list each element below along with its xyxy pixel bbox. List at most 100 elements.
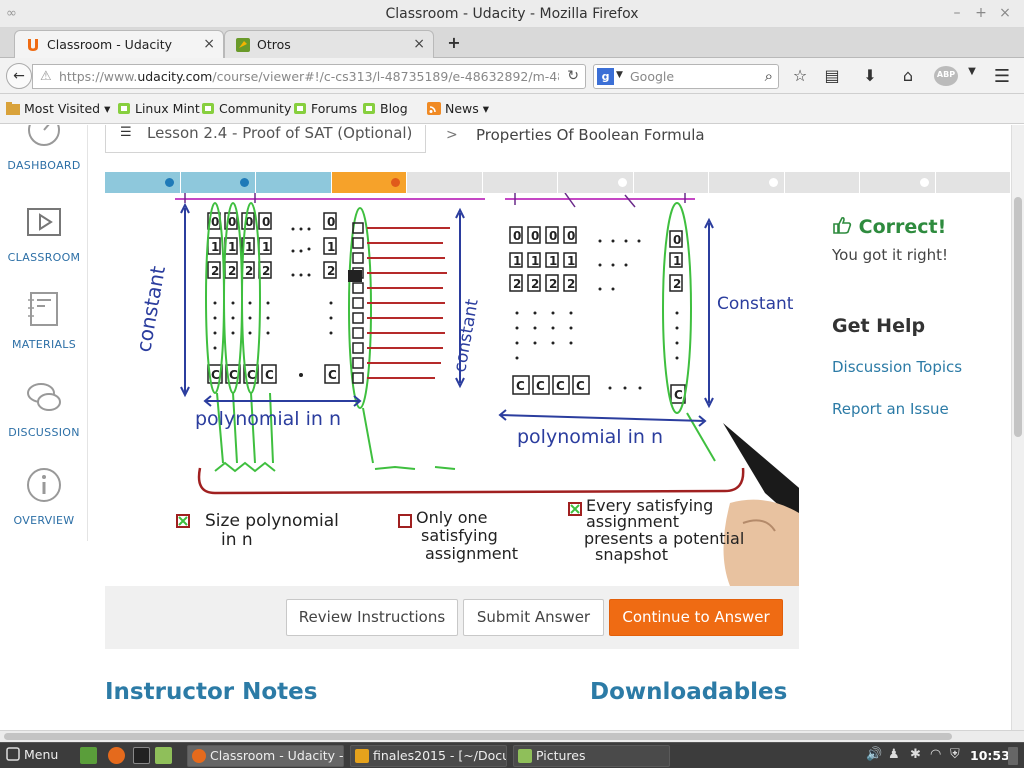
vertical-scrollbar[interactable] bbox=[1011, 125, 1024, 730]
progress-segment[interactable] bbox=[331, 172, 406, 193]
user-icon[interactable]: ♟ bbox=[888, 747, 900, 762]
grid-cell-label: 1 bbox=[228, 240, 236, 254]
terminal-icon[interactable] bbox=[133, 747, 150, 764]
close-window-button[interactable]: × bbox=[999, 5, 1011, 21]
discussion-topics-link[interactable]: Discussion Topics bbox=[832, 358, 963, 376]
folder-icon bbox=[518, 749, 532, 763]
reading-list-icon[interactable]: ▤ bbox=[824, 66, 840, 85]
window-menu-icon[interactable]: ∞ bbox=[6, 6, 17, 21]
back-button[interactable]: ← bbox=[6, 63, 32, 89]
url-bar[interactable]: ⚠ https://www.udacity.com/course/viewer#… bbox=[32, 64, 586, 89]
taskbar-item-pictures[interactable]: Pictures bbox=[513, 745, 670, 767]
shield-icon[interactable]: ⛨ bbox=[950, 747, 960, 762]
start-menu-button[interactable]: Menu bbox=[6, 747, 58, 762]
window-title: Classroom - Udacity - Mozilla Firefox bbox=[385, 6, 639, 22]
grid-cell-label: C bbox=[536, 379, 545, 393]
home-icon[interactable]: ⌂ bbox=[902, 66, 914, 85]
firefox-icon bbox=[192, 749, 206, 763]
tab-otros[interactable]: Otros × bbox=[224, 30, 434, 58]
reload-icon[interactable]: ↻ bbox=[567, 68, 579, 84]
thumbs-up-icon bbox=[833, 216, 852, 234]
sidebar-item-materials[interactable]: MATERIALS bbox=[0, 290, 88, 351]
files-icon[interactable] bbox=[155, 747, 172, 764]
url-text[interactable]: https://www.udacity.com/course/viewer#!/… bbox=[59, 69, 559, 84]
search-bar[interactable]: g ▼ Google ⌕ bbox=[593, 64, 779, 89]
downloadables-heading: Downloadables bbox=[590, 679, 788, 705]
grid-cell-label: 2 bbox=[567, 277, 575, 291]
submit-answer-button[interactable]: Submit Answer bbox=[463, 599, 604, 636]
bookmark-star-icon[interactable]: ☆ bbox=[792, 66, 808, 85]
wifi-icon[interactable]: ◠ bbox=[930, 747, 942, 762]
sidebar-item-dashboard[interactable]: DASHBOARD bbox=[0, 125, 88, 172]
bookmark-most-visited[interactable]: Most Visited ▾ bbox=[6, 101, 110, 116]
progress-segment[interactable] bbox=[709, 172, 784, 193]
editor-icon bbox=[355, 749, 369, 763]
play-icon bbox=[27, 208, 61, 236]
bookmark-community[interactable]: Community bbox=[201, 101, 291, 116]
adblock-icon[interactable]: ABP bbox=[934, 66, 958, 86]
grid-cell-label: 0 bbox=[211, 215, 219, 229]
report-issue-link[interactable]: Report an Issue bbox=[832, 400, 949, 418]
bookmark-news[interactable]: News ▾ bbox=[427, 101, 489, 116]
grid-cell-label: 1 bbox=[245, 240, 253, 254]
sidebar-item-classroom[interactable]: CLASSROOM bbox=[0, 203, 88, 264]
progress-segment[interactable] bbox=[935, 172, 1010, 193]
progress-segment[interactable] bbox=[860, 172, 935, 193]
tab-close-icon[interactable]: × bbox=[203, 36, 215, 52]
maximize-button[interactable]: + bbox=[975, 5, 987, 21]
progress-segment[interactable] bbox=[180, 172, 255, 193]
lesson-selector[interactable]: ☰ Lesson 2.4 - Proof of SAT (Optional) bbox=[105, 125, 426, 153]
grid-cell-label: C bbox=[556, 379, 565, 393]
progress-segment[interactable] bbox=[633, 172, 708, 193]
tab-classroom-udacity[interactable]: Classroom - Udacity × bbox=[14, 30, 224, 58]
new-tab-button[interactable]: + bbox=[447, 33, 461, 52]
show-desktop-corner[interactable] bbox=[1008, 747, 1018, 765]
grid-cell-label: 0 bbox=[228, 215, 236, 229]
progress-segment[interactable] bbox=[407, 172, 482, 193]
grid-cell-label: C bbox=[674, 388, 683, 402]
grid-cell-label: 1 bbox=[211, 240, 219, 254]
progress-segment[interactable] bbox=[105, 172, 180, 193]
volume-icon[interactable]: 🔊 bbox=[866, 747, 883, 762]
firefox-icon[interactable] bbox=[108, 747, 125, 764]
sidebar-item-discussion[interactable]: DISCUSSION bbox=[0, 378, 88, 439]
bookmark-blog[interactable]: Blog bbox=[362, 101, 408, 116]
adblock-dropdown-icon[interactable]: ▼ bbox=[968, 66, 976, 77]
scrollbar-thumb[interactable] bbox=[4, 733, 952, 740]
chevron-down-icon[interactable]: ▼ bbox=[616, 70, 623, 80]
bluetooth-icon[interactable]: ✱ bbox=[910, 747, 921, 762]
grid-cell-label: 0 bbox=[673, 233, 681, 247]
warning-icon[interactable]: ⚠ bbox=[40, 69, 52, 84]
progress-segment[interactable] bbox=[558, 172, 633, 193]
progress-segment[interactable] bbox=[256, 172, 331, 193]
mint-icon bbox=[363, 103, 375, 114]
search-input[interactable]: Google bbox=[630, 69, 675, 84]
scrollbar-thumb[interactable] bbox=[1014, 197, 1022, 437]
right-polynomial-label: polynomial in n bbox=[517, 426, 663, 448]
taskbar-item-classroom[interactable]: Classroom - Udacity -... bbox=[187, 745, 344, 767]
grid-cell-label: 2 bbox=[513, 277, 521, 291]
progress-segment[interactable] bbox=[482, 172, 557, 193]
video-player[interactable]: constant 0 0 0 0 0 1 1 1 1 1 bbox=[105, 193, 799, 586]
bookmark-linux-mint[interactable]: Linux Mint bbox=[117, 101, 200, 116]
review-instructions-button[interactable]: Review Instructions bbox=[286, 599, 458, 636]
bookmarks-toolbar: Most Visited ▾ Linux Mint Community Foru… bbox=[0, 94, 1024, 124]
sidebar-item-overview[interactable]: OVERVIEW bbox=[0, 466, 88, 527]
horizontal-scrollbar[interactable] bbox=[0, 730, 1024, 742]
sidebar-item-label: MATERIALS bbox=[11, 338, 77, 351]
star-folder-icon bbox=[6, 102, 20, 115]
taskbar-item-finales2015[interactable]: finales2015 - [~/Docu... bbox=[350, 745, 507, 767]
grid-cell-label: 2 bbox=[211, 264, 219, 278]
grid-cell-label: 0 bbox=[327, 215, 335, 229]
download-icon[interactable]: ⬇ bbox=[863, 66, 877, 85]
minimize-button[interactable]: – bbox=[953, 5, 961, 21]
grid-cell-label: 0 bbox=[513, 229, 521, 243]
search-icon[interactable]: ⌕ bbox=[764, 67, 773, 85]
bookmark-forums[interactable]: Forums bbox=[293, 101, 357, 116]
show-desktop-icon[interactable] bbox=[80, 747, 97, 764]
progress-segment[interactable] bbox=[784, 172, 859, 193]
tab-close-icon[interactable]: × bbox=[413, 36, 425, 52]
google-icon[interactable]: g bbox=[597, 68, 614, 85]
hamburger-menu-icon[interactable]: ☰ bbox=[993, 66, 1011, 87]
continue-to-answer-button[interactable]: Continue to Answer bbox=[609, 599, 783, 636]
